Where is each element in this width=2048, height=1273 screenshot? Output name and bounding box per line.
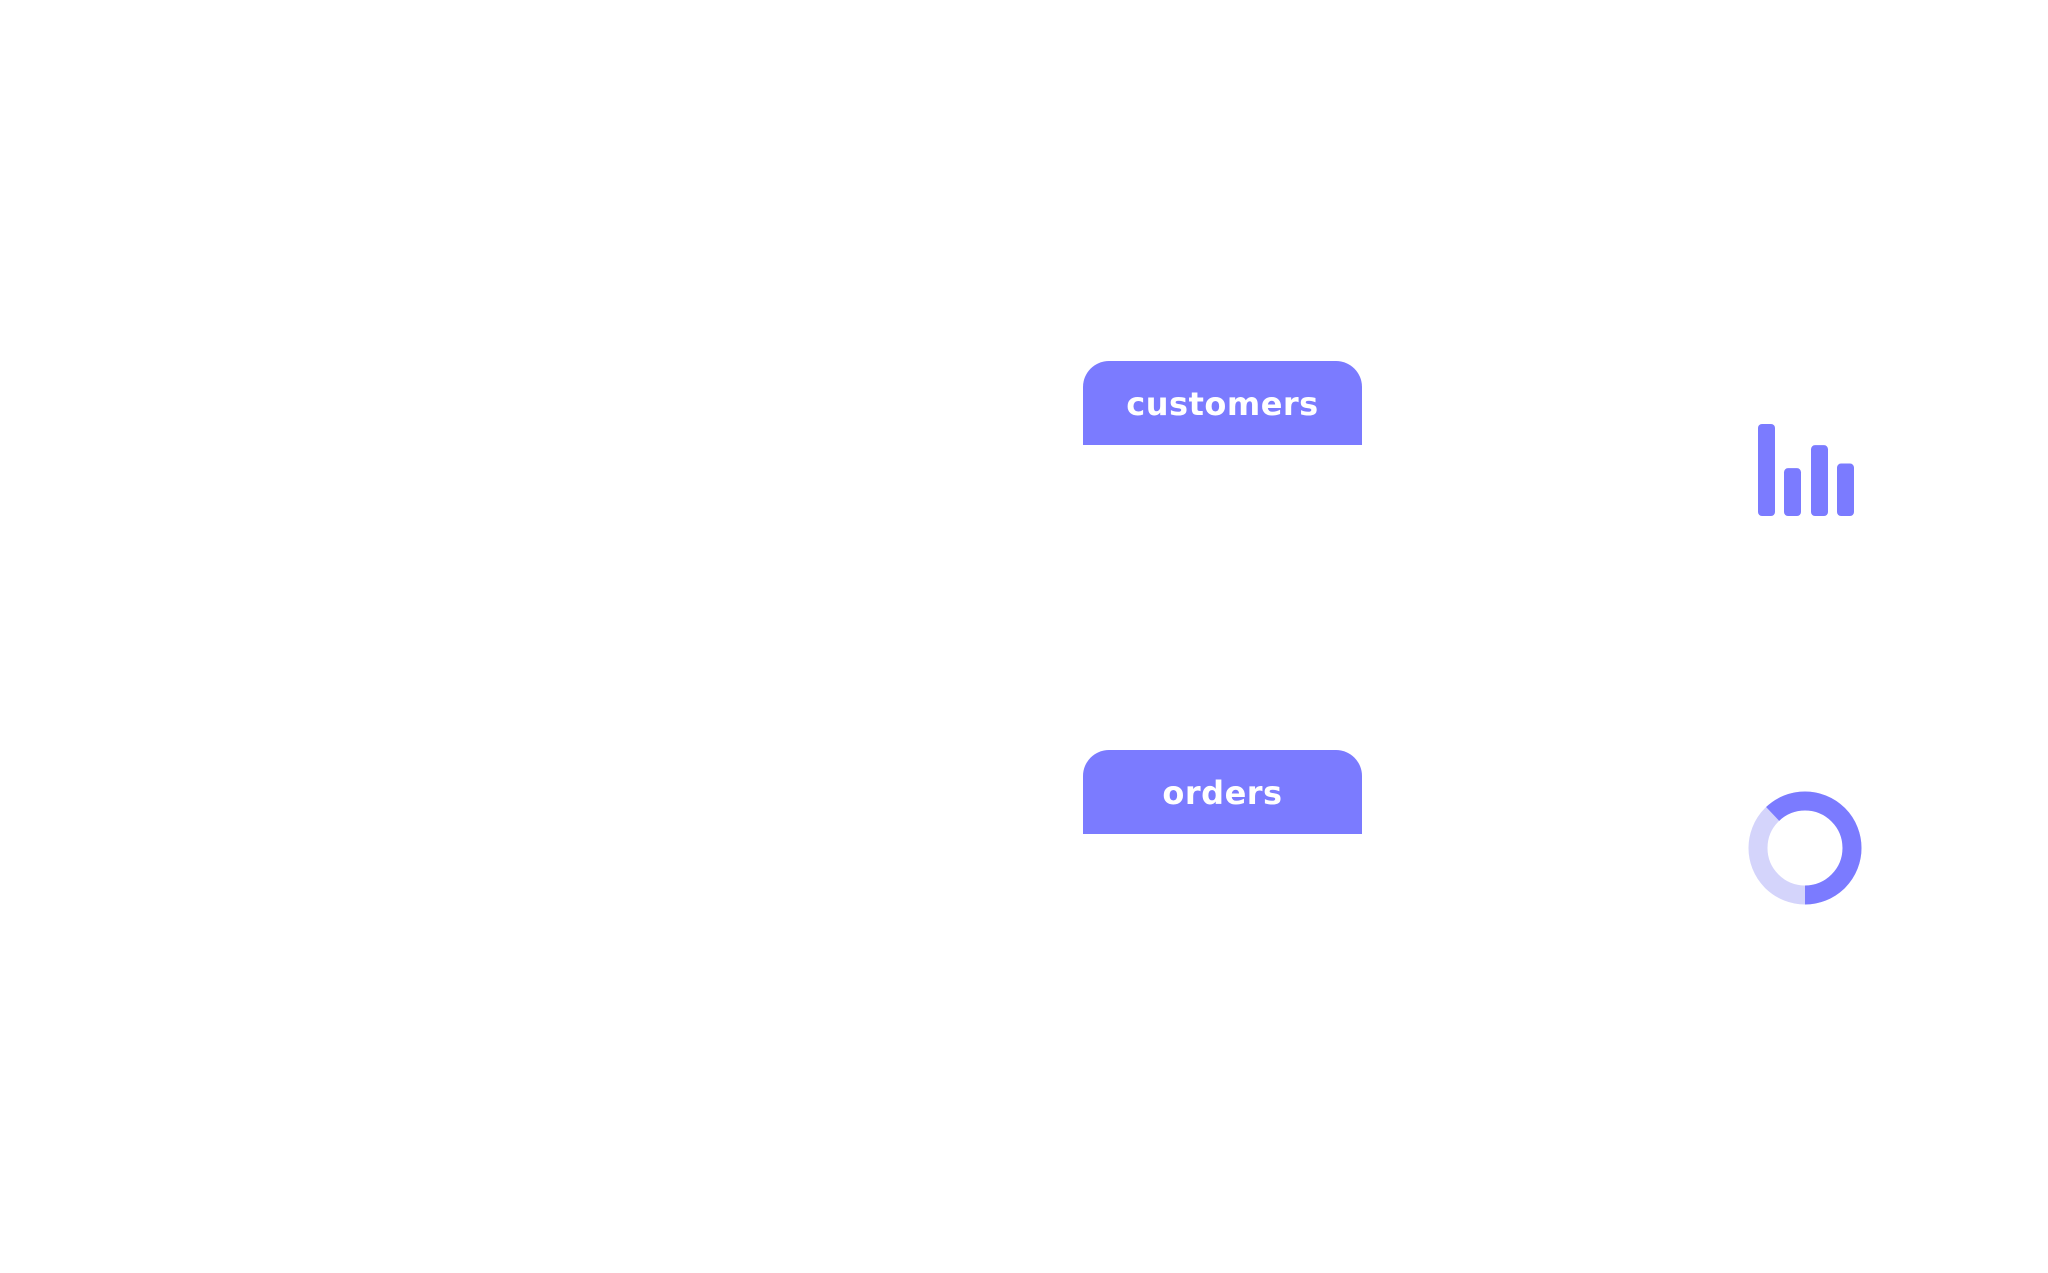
table-name-label: orders (1162, 774, 1283, 812)
bar-chart-icon-bar (1811, 445, 1828, 516)
bar-chart-icon (1758, 424, 1854, 516)
donut-chart-arc (1748, 791, 1862, 905)
table-header-orders: orders (1083, 750, 1362, 834)
table-header-customers: customers (1083, 361, 1362, 445)
bar-chart-icon-bar (1758, 424, 1775, 516)
bar-chart-icon-bar (1784, 468, 1801, 516)
table-name-label: customers (1126, 385, 1319, 423)
bar-chart-icon-bar (1837, 463, 1854, 516)
donut-chart-icon (1748, 791, 1862, 905)
